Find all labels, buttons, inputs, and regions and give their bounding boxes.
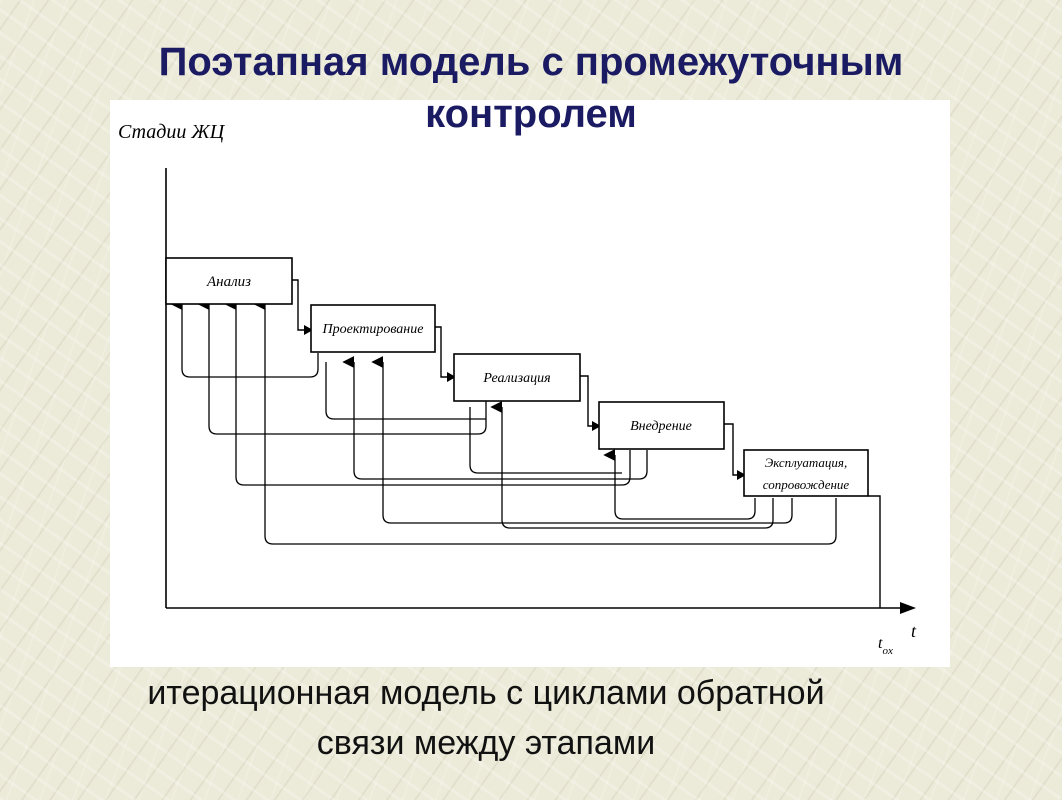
slide-title-line-2: контролем [425, 92, 637, 136]
stage-deployment: Внедрение [598, 401, 725, 450]
caption-line-2: связи между этапами [316, 724, 656, 762]
x-axis-arrow-icon [900, 602, 916, 614]
stage-label-deployment: Внедрение [630, 419, 692, 434]
stage-label-operation-2: сопровождение [763, 477, 850, 492]
stage-implementation: Реализация [453, 353, 581, 402]
slide-title-line-1: Поэтапная модель с промежуточным [158, 40, 904, 84]
caption-line-1: итерационная модель с циклами обратной [147, 674, 825, 712]
stage-operation: Эксплуатация, сопровождение [743, 449, 869, 497]
stage-label-operation: Эксплуатация, [765, 455, 847, 470]
x-axis-label: t [911, 621, 917, 641]
lifecycle-diagram: Стадии ЖЦ t tox [118, 121, 917, 657]
stage-label-design: Проектирование [322, 322, 424, 337]
final-connector [868, 495, 881, 608]
stage-design: Проектирование [310, 304, 436, 353]
forward-arrow-icons [304, 325, 746, 480]
stage-label-analysis: Анализ [206, 274, 251, 290]
x-axis-marker: tox [878, 635, 893, 657]
feedback-loops [170, 298, 837, 545]
diagram-canvas: Стадии ЖЦ t tox [110, 100, 950, 667]
stage-label-implementation: Реализация [482, 371, 550, 386]
stage-analysis: Анализ [165, 257, 293, 305]
y-axis-label: Стадии ЖЦ [118, 121, 226, 143]
